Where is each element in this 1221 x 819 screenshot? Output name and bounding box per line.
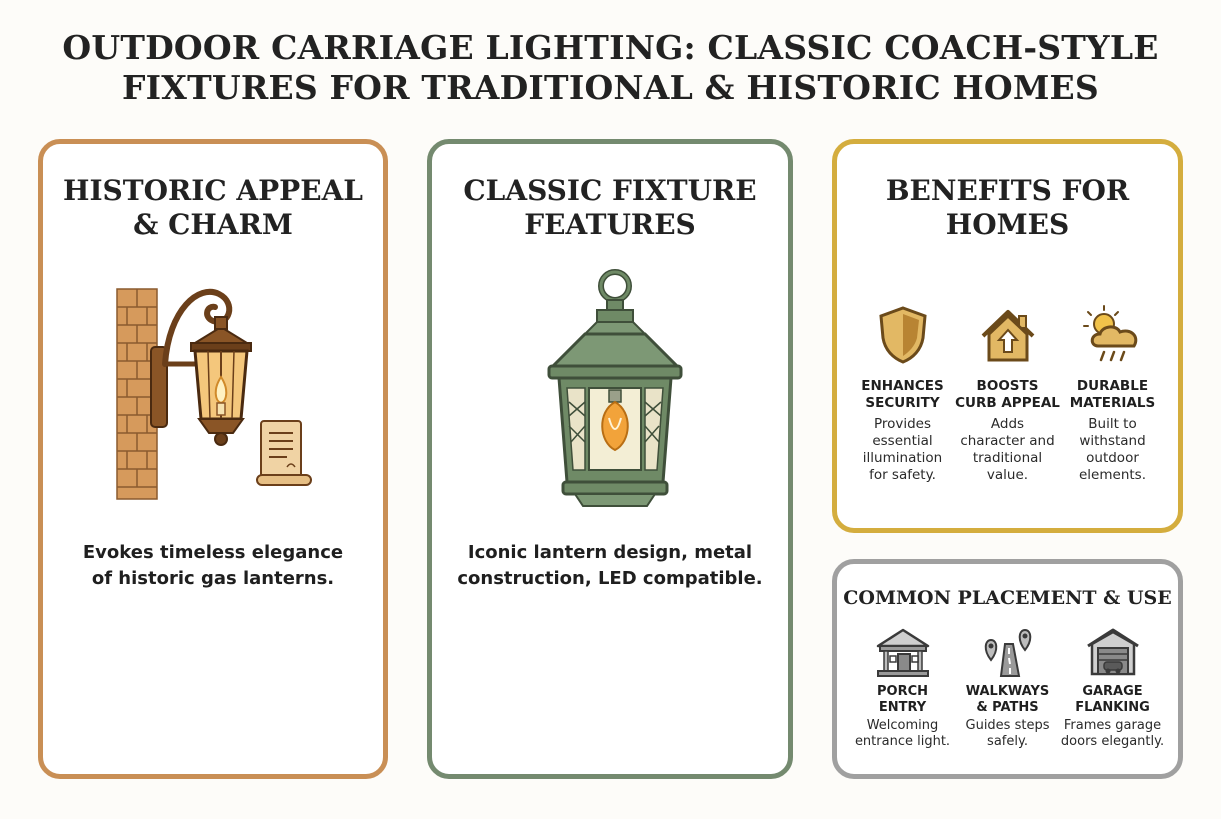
historic-appeal-description: Evokes timeless elegance of historic gas… — [82, 542, 344, 589]
classic-features-description: Iconic lantern design, metal constructio… — [457, 542, 763, 589]
path-icon — [984, 628, 1031, 677]
classic-features-heading: CLASSIC FIXTURE FEATURES — [463, 174, 757, 241]
lantern-icon — [547, 269, 683, 507]
porch-icon — [876, 628, 929, 677]
benefits-heading: BENEFITS FOR HOMES — [885, 174, 1130, 241]
placement-porch: PORCH ENTRY Welcoming entrance light. — [845, 626, 960, 750]
house-icon — [981, 310, 1034, 362]
benefit-durable: DURABLE MATERIALS Built to withstand out… — [1055, 304, 1170, 484]
weather-icon — [1082, 305, 1137, 362]
garage-icon — [1086, 628, 1139, 676]
placement-garage: GARAGE FLANKING Frames garage doors eleg… — [1055, 626, 1170, 750]
wall-lantern-icon — [116, 288, 312, 500]
page-title-line1: OUTDOOR CARRIAGE LIGHTING: CLASSIC COACH… — [62, 28, 1159, 67]
benefit-curb-appeal: BOOSTS CURB APPEAL Adds character and tr… — [950, 304, 1065, 484]
placement-card: COMMON PLACEMENT & USE PORCH ENTRY Welco… — [832, 559, 1183, 779]
page-title-line2: FIXTURES FOR TRADITIONAL & HISTORIC HOME… — [122, 68, 1099, 107]
shield-icon — [878, 306, 927, 364]
classic-features-card: CLASSIC FIXTURE FEATURES — [427, 139, 793, 779]
placement-walkways: WALKWAYS & PATHS Guides steps safely. — [950, 626, 1065, 750]
placement-heading: COMMON PLACEMENT & USE — [843, 587, 1172, 609]
historic-appeal-card: HISTORIC APPEAL & CHARM — [38, 139, 388, 779]
benefit-security: ENHANCES SECURITY Provides essential ill… — [845, 304, 960, 484]
historic-appeal-heading: HISTORIC APPEAL & CHARM — [63, 174, 363, 241]
page-title: OUTDOOR CARRIAGE LIGHTING: CLASSIC COACH… — [0, 28, 1221, 108]
benefits-card: BENEFITS FOR HOMES ENHANCES SECURITY Pro… — [832, 139, 1183, 533]
